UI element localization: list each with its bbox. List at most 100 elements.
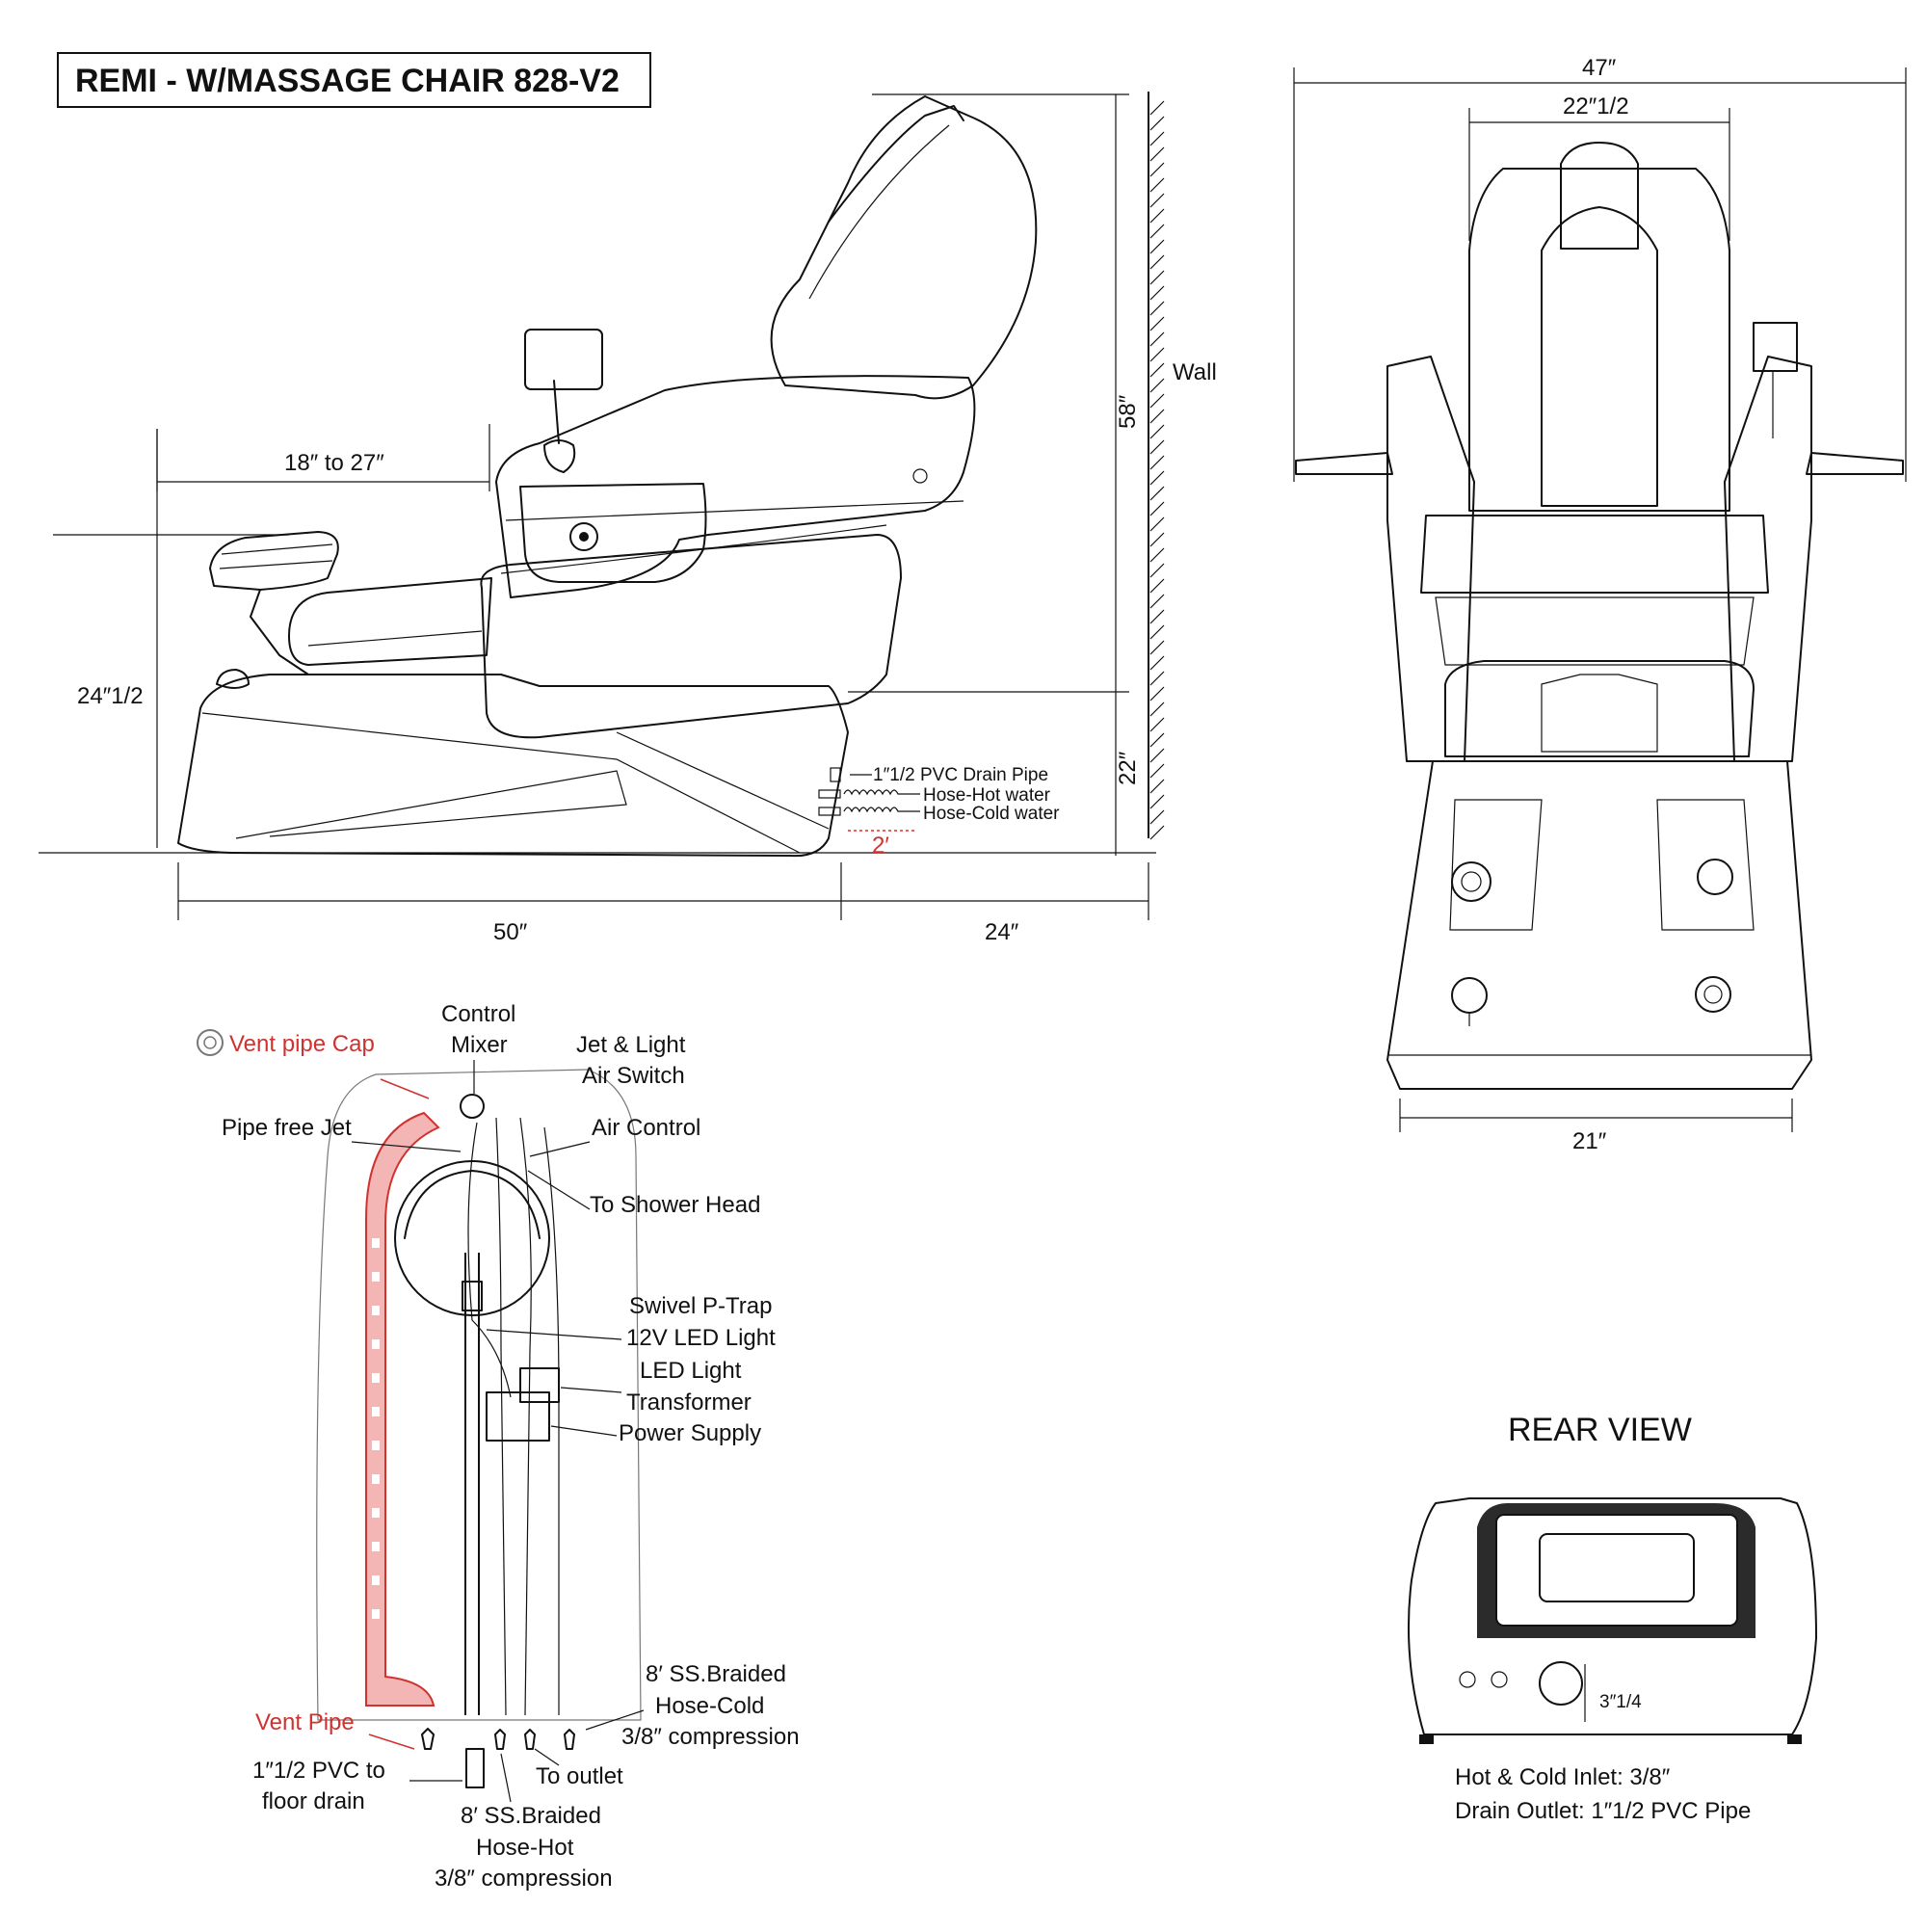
rear-foot-left <box>1419 1734 1434 1744</box>
rear-shell <box>1407 1497 1817 1735</box>
led-dot <box>372 1339 380 1349</box>
wall-hatch-stroke <box>1149 547 1165 563</box>
wall-hatch-stroke <box>1149 809 1165 825</box>
hose-1 <box>495 1117 507 1716</box>
wall-hatch-stroke <box>1149 624 1165 640</box>
wall-hatch-stroke <box>1149 701 1165 717</box>
control-mixer-icon <box>460 1094 485 1119</box>
backrest <box>770 95 1038 400</box>
led-dot <box>372 1609 380 1619</box>
wall-hatch-stroke <box>1149 254 1165 270</box>
front-remote-control <box>1753 322 1798 372</box>
vent-cap-icon <box>197 1029 224 1056</box>
hose-fitting-1 <box>494 1729 506 1750</box>
front-right-arm <box>1724 356 1812 762</box>
led-dot <box>372 1272 380 1282</box>
pvc-label-1: 1″1/2 PVC to <box>252 1758 385 1784</box>
led-light-label: 12V LED Light <box>626 1325 776 1351</box>
hose-hot-label-2: Hose-Hot <box>476 1835 574 1861</box>
rear-window-inner <box>1539 1533 1695 1602</box>
armrest-button <box>912 468 928 484</box>
power-supply-leader <box>550 1425 618 1437</box>
wall-hatch-stroke <box>1149 717 1165 732</box>
armrest <box>495 375 976 598</box>
power-supply-box <box>519 1367 560 1403</box>
hose-2 <box>519 1117 532 1716</box>
led-transformer-label-2: Transformer <box>626 1389 752 1416</box>
front-seat-cushion <box>1420 515 1769 594</box>
base-crease-2 <box>235 770 627 839</box>
cold-coil <box>843 807 920 813</box>
front-knob-left <box>1451 977 1488 1014</box>
front-base <box>1386 760 1812 1090</box>
air-control-label: Air Control <box>592 1115 700 1141</box>
shower-head-leader <box>527 1170 591 1210</box>
hose-fitting-3 <box>564 1729 575 1750</box>
basin-bowl <box>288 577 492 666</box>
led-transformer-label-1: LED Light <box>640 1358 742 1384</box>
vent-pipe-label: Vent Pipe <box>255 1709 355 1735</box>
side-view: Wall <box>39 92 1217 945</box>
inlet-spec: Hot & Cold Inlet: 3/8″ <box>1455 1764 1671 1790</box>
ptrap-label: Swivel P-Trap <box>629 1293 772 1319</box>
power-supply-label: Power Supply <box>619 1420 761 1446</box>
vent-cap-label: Vent pipe Cap <box>229 1031 375 1057</box>
hose-hot-label-1: 8′ SS.Braided <box>461 1803 601 1829</box>
base-crease-3 <box>616 731 830 830</box>
rear-dim-label: 3″1/4 <box>1599 1692 1642 1712</box>
hot-stub <box>818 789 841 799</box>
ptrap <box>462 1281 483 1311</box>
front-base-panels <box>1449 799 1755 931</box>
led-dot <box>372 1474 380 1484</box>
wall-hatch-stroke <box>1149 224 1165 239</box>
rear-window <box>1495 1514 1738 1627</box>
vent-pipe-leader <box>368 1734 415 1750</box>
armrest-seam <box>505 500 964 521</box>
ptrap-leader <box>486 1329 622 1340</box>
pvc-drain-fitting <box>465 1748 485 1788</box>
remote-control <box>524 329 603 390</box>
plumbing-diagram: Vent pipe Cap Control Mixer Jet & Light … <box>197 1001 800 1892</box>
wall-hatch-stroke <box>1149 501 1165 516</box>
drain-pipe-label: 1″1/2 PVC Drain Pipe <box>873 765 1048 785</box>
led-dot <box>372 1238 380 1248</box>
side-panel <box>519 483 707 583</box>
front-view: 47″ 22″1/2 21″ <box>1293 55 1907 1154</box>
wall-hatch-stroke <box>1149 563 1165 578</box>
page-title: REMI - W/MASSAGE CHAIR 828-V2 <box>75 63 620 99</box>
air-control-leader <box>529 1141 591 1157</box>
wall-hatch-stroke <box>1149 486 1165 501</box>
wall-hatch-stroke <box>1149 270 1165 285</box>
connections-callout: 1″1/2 PVC Drain Pipe Hose-Hot water Hose… <box>818 765 1060 859</box>
vent-cap-leader <box>380 1078 430 1099</box>
wall-hatch-stroke <box>1149 794 1165 809</box>
basin-inner-rim <box>404 1170 541 1239</box>
wall-hatch-stroke <box>1149 177 1165 193</box>
front-jet-right <box>1695 976 1731 1013</box>
front-backrest <box>1468 168 1730 512</box>
shower-head-label: To Shower Head <box>590 1192 760 1218</box>
wall-hatch-stroke <box>1149 131 1165 146</box>
base-crease-1 <box>201 712 801 854</box>
wall-hatch-stroke <box>1149 347 1165 362</box>
dim-50-label: 50″ <box>493 919 528 945</box>
plumbing-basin <box>394 1160 550 1316</box>
wall-hatch-stroke <box>1149 825 1165 840</box>
wall-hatch-stroke <box>1149 578 1165 594</box>
wall-hatch-stroke <box>1149 424 1165 439</box>
front-control-knob <box>1697 859 1733 895</box>
wall-hatch <box>1149 100 1165 840</box>
remote-stem <box>553 380 560 444</box>
wire-1 <box>467 1122 512 1398</box>
title-block: REMI - W/MASSAGE CHAIR 828-V2 <box>57 52 651 108</box>
wall-hatch-stroke <box>1149 686 1165 701</box>
front-left-arm <box>1386 356 1475 762</box>
wall-hatch-stroke <box>1149 470 1165 486</box>
front-foot-divider <box>1541 674 1658 753</box>
wall-hatch-stroke <box>1149 378 1165 393</box>
led-dot <box>372 1373 380 1383</box>
footrest-post <box>250 589 309 675</box>
pedicure-base <box>177 674 849 858</box>
